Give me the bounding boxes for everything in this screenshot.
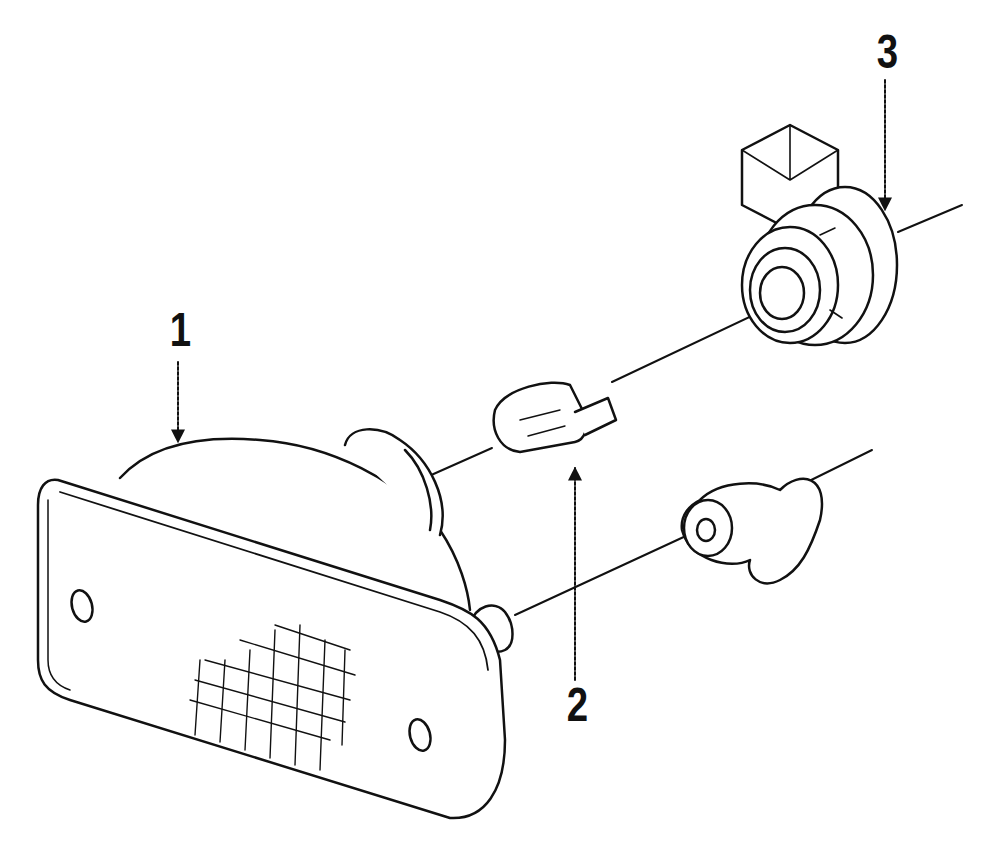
- callout-number: 1: [170, 306, 191, 354]
- callout-number: 3: [877, 28, 898, 76]
- callout-number: 2: [567, 681, 588, 729]
